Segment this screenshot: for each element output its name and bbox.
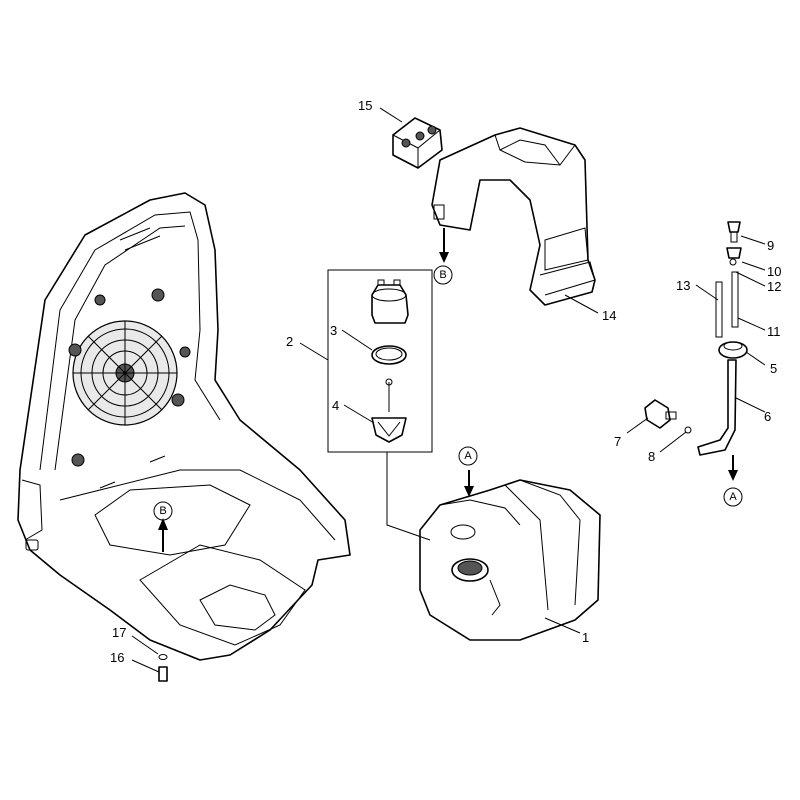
- callout-4: 4: [332, 398, 339, 413]
- leader-lines: [131, 107, 766, 673]
- connector-a-hose: A: [729, 491, 737, 503]
- callout-16: 16: [110, 650, 124, 665]
- callout-2: 2: [286, 334, 293, 349]
- callout-11b: 11: [767, 324, 781, 339]
- fuel-tank: [419, 470, 601, 641]
- callout-15: 15: [358, 98, 372, 113]
- fuel-line-parts: [644, 221, 748, 481]
- cap-kit-box: [327, 269, 433, 453]
- connector-a-tank: A: [464, 450, 472, 462]
- connector-markers: A A B B: [153, 265, 743, 521]
- callout-1: 1: [582, 630, 589, 645]
- strap-cover: [431, 127, 596, 306]
- callout-11: 12: [767, 279, 781, 294]
- callout-9: 9: [767, 238, 774, 253]
- callout-14: 14: [602, 308, 616, 323]
- backpack-frame: [17, 192, 351, 661]
- callout-numbers: 1 2 3 4 5 6 7 8 9 10 12 11 13 14 15 16 1…: [110, 98, 781, 665]
- callout-10: 10: [767, 264, 781, 279]
- connector-b-cover: B: [439, 269, 446, 281]
- callout-7: 7: [614, 434, 621, 449]
- callout-3: 3: [330, 323, 337, 338]
- callout-17: 17: [112, 625, 126, 640]
- bolt-washer: [158, 654, 168, 682]
- hose-clip: [392, 117, 443, 169]
- callout-5: 5: [770, 361, 777, 376]
- callout-13: 13: [676, 278, 690, 293]
- connector-b-frame: B: [159, 505, 166, 517]
- callout-8: 8: [648, 449, 655, 464]
- callout-6: 6: [764, 409, 771, 424]
